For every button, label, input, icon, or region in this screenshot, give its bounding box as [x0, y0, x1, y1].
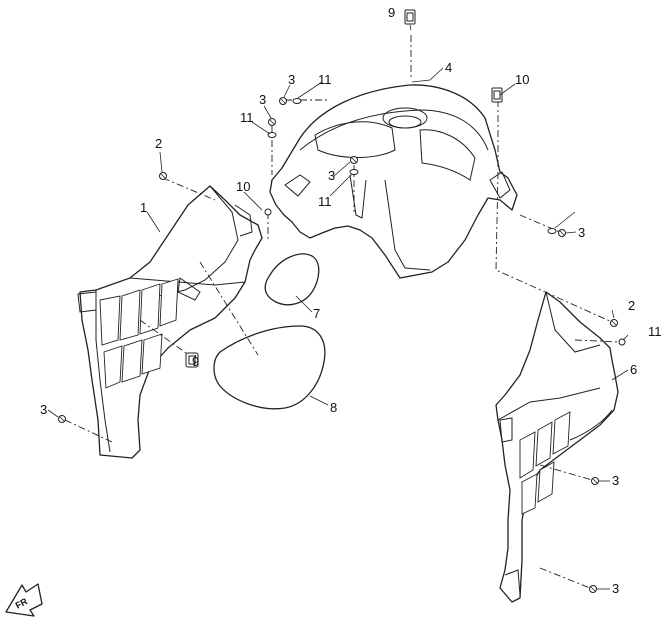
tank-cover-part	[269, 84, 518, 279]
callout-2-left: 2	[155, 136, 162, 151]
screw-10-icon	[618, 338, 626, 346]
callout-9-right: 10	[515, 72, 529, 87]
screw-3-icon	[589, 585, 597, 593]
callout-3-e: 3	[40, 402, 47, 417]
callout-10-left: 10	[236, 179, 250, 194]
leader-lines	[47, 24, 629, 590]
assembly-lines	[64, 35, 621, 589]
callout-3-f: 3	[612, 473, 619, 488]
callout-3-b: 3	[259, 92, 266, 107]
callout-10-right: 11	[648, 324, 662, 339]
callout-8: 9	[192, 354, 199, 369]
callout-3-c: 3	[328, 168, 335, 183]
callout-3-a: 3	[288, 72, 295, 87]
screw-3-icon	[591, 477, 599, 485]
washer-11-icon	[349, 169, 359, 175]
callout-5: 6	[630, 362, 637, 377]
callout-labels: 4 1 6 7 8 9 9 10 2 2 10 11 11 11 11 3 3 …	[40, 5, 662, 596]
screw-3-icon	[558, 229, 566, 237]
callout-6: 7	[313, 306, 320, 321]
screw-2-icon	[610, 319, 618, 327]
front-arrow-icon	[5, 583, 43, 617]
clip-9-top-icon	[404, 9, 416, 25]
callout-11-c: 11	[318, 194, 332, 209]
callout-7: 8	[330, 400, 337, 415]
washer-11-icon	[547, 228, 557, 234]
screw-10-icon	[264, 208, 272, 216]
right-side-panel-part	[495, 291, 619, 603]
front-indicator: FR	[5, 583, 43, 617]
left-side-panel-part	[77, 185, 263, 459]
pad-part-6	[264, 253, 320, 306]
screw-3-icon	[268, 118, 276, 126]
callout-4: 4	[445, 60, 452, 75]
callout-11-a: 11	[318, 72, 332, 87]
screw-2-icon	[159, 172, 167, 180]
callout-1: 1	[140, 200, 147, 215]
screw-3-icon	[350, 156, 358, 164]
callout-3-g: 3	[612, 581, 619, 596]
callout-11-b: 11	[240, 110, 254, 125]
callout-3-d: 3	[578, 225, 585, 240]
callout-2-right: 2	[628, 298, 635, 313]
washer-11-icon	[292, 98, 302, 104]
screw-3-icon	[58, 415, 66, 423]
screw-3-icon	[279, 97, 287, 105]
callout-9-top: 9	[388, 5, 395, 20]
pad-part-7	[213, 325, 326, 410]
